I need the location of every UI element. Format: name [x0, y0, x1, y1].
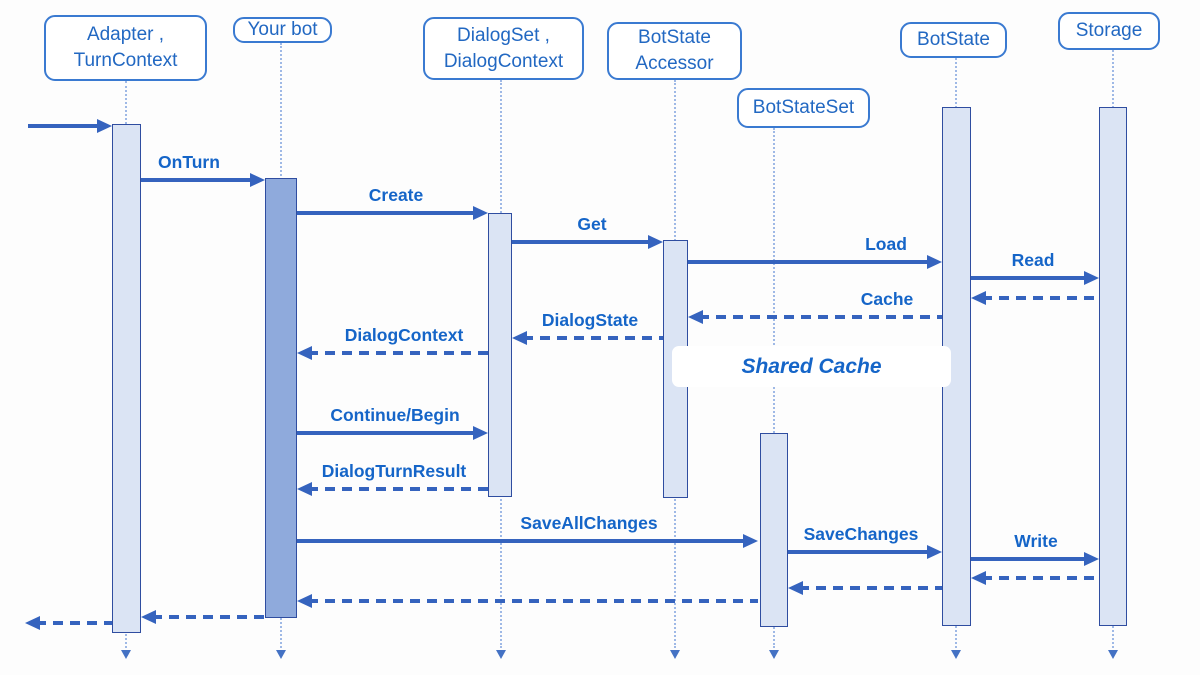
arrowhead-icon — [927, 544, 942, 559]
actor-label-line: BotStateSet — [752, 97, 855, 119]
actor-box-adapter: Adapter , TurnContext — [44, 15, 207, 81]
arrowhead-icon — [1084, 270, 1099, 285]
lifeline-arrow-icon — [121, 650, 131, 659]
actor-box-storage: Storage — [1058, 12, 1160, 50]
actor-label-line: Your bot — [247, 19, 318, 41]
message-label-get: Get — [577, 214, 607, 234]
message-label-cache: Cache — [860, 289, 914, 309]
activation-bar-dialogset — [488, 213, 512, 497]
call-arrow-line — [297, 431, 477, 435]
arrowhead-icon — [971, 570, 986, 585]
arrowhead-icon — [788, 580, 803, 595]
arrowhead-icon — [250, 172, 265, 187]
arrowhead-icon — [473, 205, 488, 220]
call-arrow-line — [788, 550, 931, 554]
call-arrow-line — [141, 178, 254, 182]
message-label-onturn: OnTurn — [158, 152, 220, 172]
actor-label-line: Accessor — [635, 53, 714, 74]
call-arrow-line — [971, 276, 1088, 280]
return-arrow-line — [699, 315, 942, 319]
lifeline-arrow-icon — [769, 650, 779, 659]
arrowhead-icon — [473, 425, 488, 440]
activation-bar-botstateset — [760, 433, 788, 627]
arrowhead-icon — [512, 330, 527, 345]
message-label-continue-begin: Continue/Begin — [330, 405, 460, 425]
return-arrow-line — [982, 576, 1099, 580]
message-label-dialogcontext: DialogContext — [344, 325, 464, 345]
arrowhead-icon — [1084, 551, 1099, 566]
call-arrow-line — [688, 260, 931, 264]
call-arrow-line — [971, 557, 1088, 561]
return-arrow-line — [308, 487, 488, 491]
return-arrow-line — [36, 621, 112, 625]
activation-bar-yourbot — [265, 178, 297, 618]
lifeline-arrow-icon — [276, 650, 286, 659]
message-label-read: Read — [1011, 250, 1055, 270]
lifeline-botstateset — [773, 128, 775, 648]
actor-box-dialogset: DialogSet , DialogContext — [423, 17, 584, 80]
activation-bar-storage — [1099, 107, 1127, 626]
arrowhead-icon — [743, 533, 758, 548]
actor-label-line: BotState — [638, 27, 711, 49]
lifeline-arrow-icon — [496, 650, 506, 659]
call-arrow-line — [297, 539, 747, 543]
lifeline-arrow-icon — [670, 650, 680, 659]
actor-label-line: TurnContext — [73, 50, 178, 71]
arrowhead-icon — [97, 118, 112, 133]
return-arrow-line — [152, 615, 265, 619]
actor-box-botstateset: BotStateSet — [737, 88, 870, 128]
activation-bar-adapter — [112, 124, 141, 633]
actor-box-yourbot: Your bot — [233, 17, 332, 43]
shared-cache-label: Shared Cache — [741, 354, 882, 378]
shared-cache-note: Shared Cache — [665, 341, 958, 392]
call-arrow-line — [28, 124, 101, 128]
lifeline-arrow-icon — [951, 650, 961, 659]
return-arrow-line — [523, 336, 663, 340]
message-label-load: Load — [865, 234, 907, 254]
call-arrow-line — [297, 211, 477, 215]
actor-label-line: Adapter , — [86, 24, 165, 46]
return-arrow-line — [799, 586, 942, 590]
arrowhead-icon — [688, 309, 703, 324]
actor-label-line: DialogSet , — [457, 24, 550, 46]
message-label-saveallchanges: SaveAllChanges — [520, 513, 658, 533]
call-arrow-line — [512, 240, 652, 244]
arrowhead-icon — [927, 254, 942, 269]
arrowhead-icon — [971, 290, 986, 305]
message-label-dialogturnresult: DialogTurnResult — [321, 461, 467, 481]
message-label-create: Create — [368, 185, 424, 205]
message-label-dialogstate: DialogState — [541, 310, 639, 330]
message-label-savechanges: SaveChanges — [803, 524, 919, 544]
return-arrow-line — [982, 296, 1099, 300]
actor-label-line: BotState — [917, 29, 990, 51]
lifeline-arrow-icon — [1108, 650, 1118, 659]
arrowhead-icon — [648, 234, 663, 249]
return-arrow-line — [308, 351, 488, 355]
message-label-write: Write — [1014, 531, 1058, 551]
actor-label-line: Storage — [1075, 20, 1143, 42]
return-arrow-line — [308, 599, 758, 603]
arrowhead-icon — [297, 481, 312, 496]
arrowhead-icon — [25, 615, 40, 630]
actor-label-line: DialogContext — [443, 50, 564, 72]
actor-box-botstate: BotState — [900, 22, 1007, 58]
arrowhead-icon — [297, 593, 312, 608]
arrowhead-icon — [297, 345, 312, 360]
arrowhead-icon — [141, 609, 156, 624]
